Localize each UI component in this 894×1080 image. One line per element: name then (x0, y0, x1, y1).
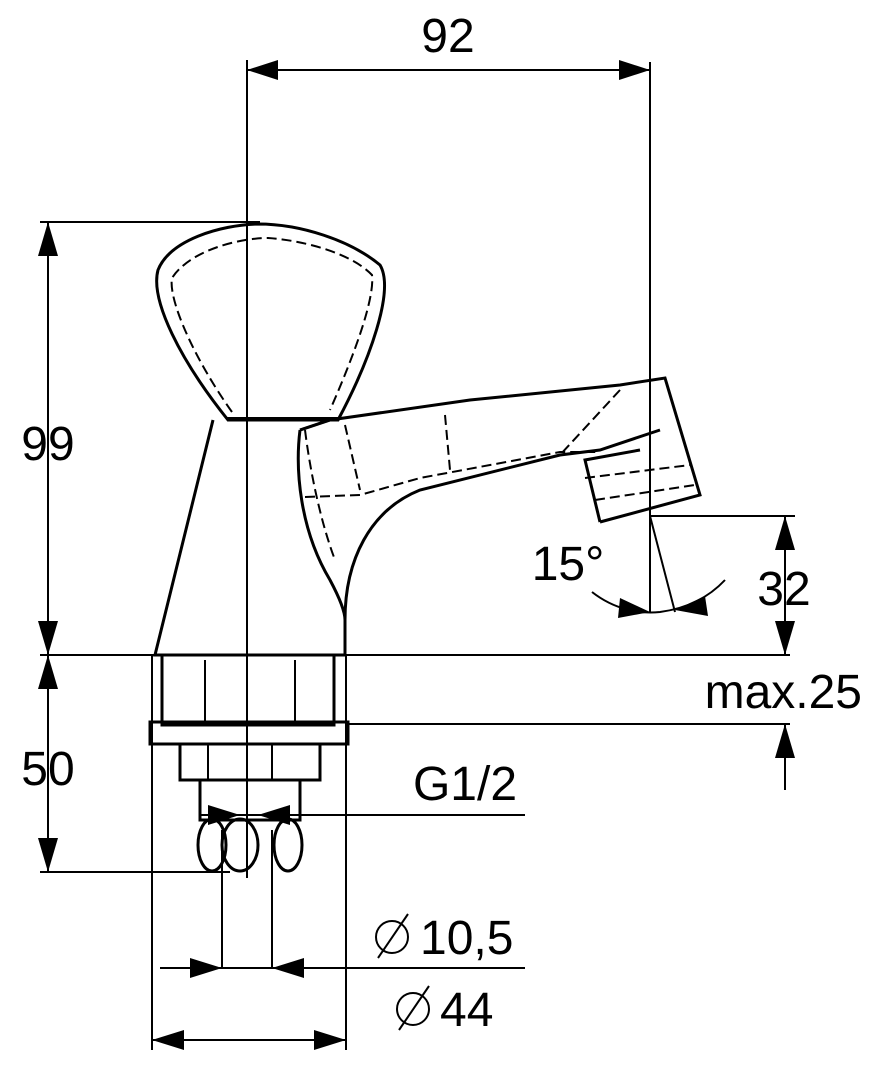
diameter-symbol-icon (396, 992, 430, 1026)
diameter-symbol-icon (375, 920, 409, 954)
shank-assembly (148, 653, 350, 968)
dim-hole-diameter-label: 10,5 (420, 912, 513, 965)
dim-base-diameter-label: 44 (440, 984, 493, 1037)
dim-shank-length: 50 (21, 655, 230, 873)
dim-width-top-label: 92 (421, 10, 474, 63)
dim-angle-label: 15° (532, 538, 605, 591)
dim-spout-height-label: 32 (757, 563, 810, 616)
handle-outline (155, 222, 386, 422)
spout-outline (296, 429, 347, 621)
dim-max-thickness-label: max.25 (705, 666, 862, 719)
dim-hole-diameter: 10,5 (160, 912, 525, 978)
dim-angle: 15° (532, 515, 726, 618)
dim-shank-length-label: 50 (21, 743, 74, 796)
dim-max-thickness: max.25 (346, 666, 862, 790)
dim-height-total-label: 99 (21, 418, 74, 471)
dim-thread-label: G1/2 (413, 758, 517, 811)
handle-inner-dashed (170, 236, 374, 413)
dim-base-diameter: 44 (151, 655, 493, 1050)
dim-spout-height: 32 (650, 515, 811, 655)
dim-width-top: 92 (247, 10, 651, 612)
dim-thread: G1/2 (200, 758, 525, 825)
tap-body (153, 222, 702, 657)
dim-height-total: 99 (21, 221, 790, 656)
